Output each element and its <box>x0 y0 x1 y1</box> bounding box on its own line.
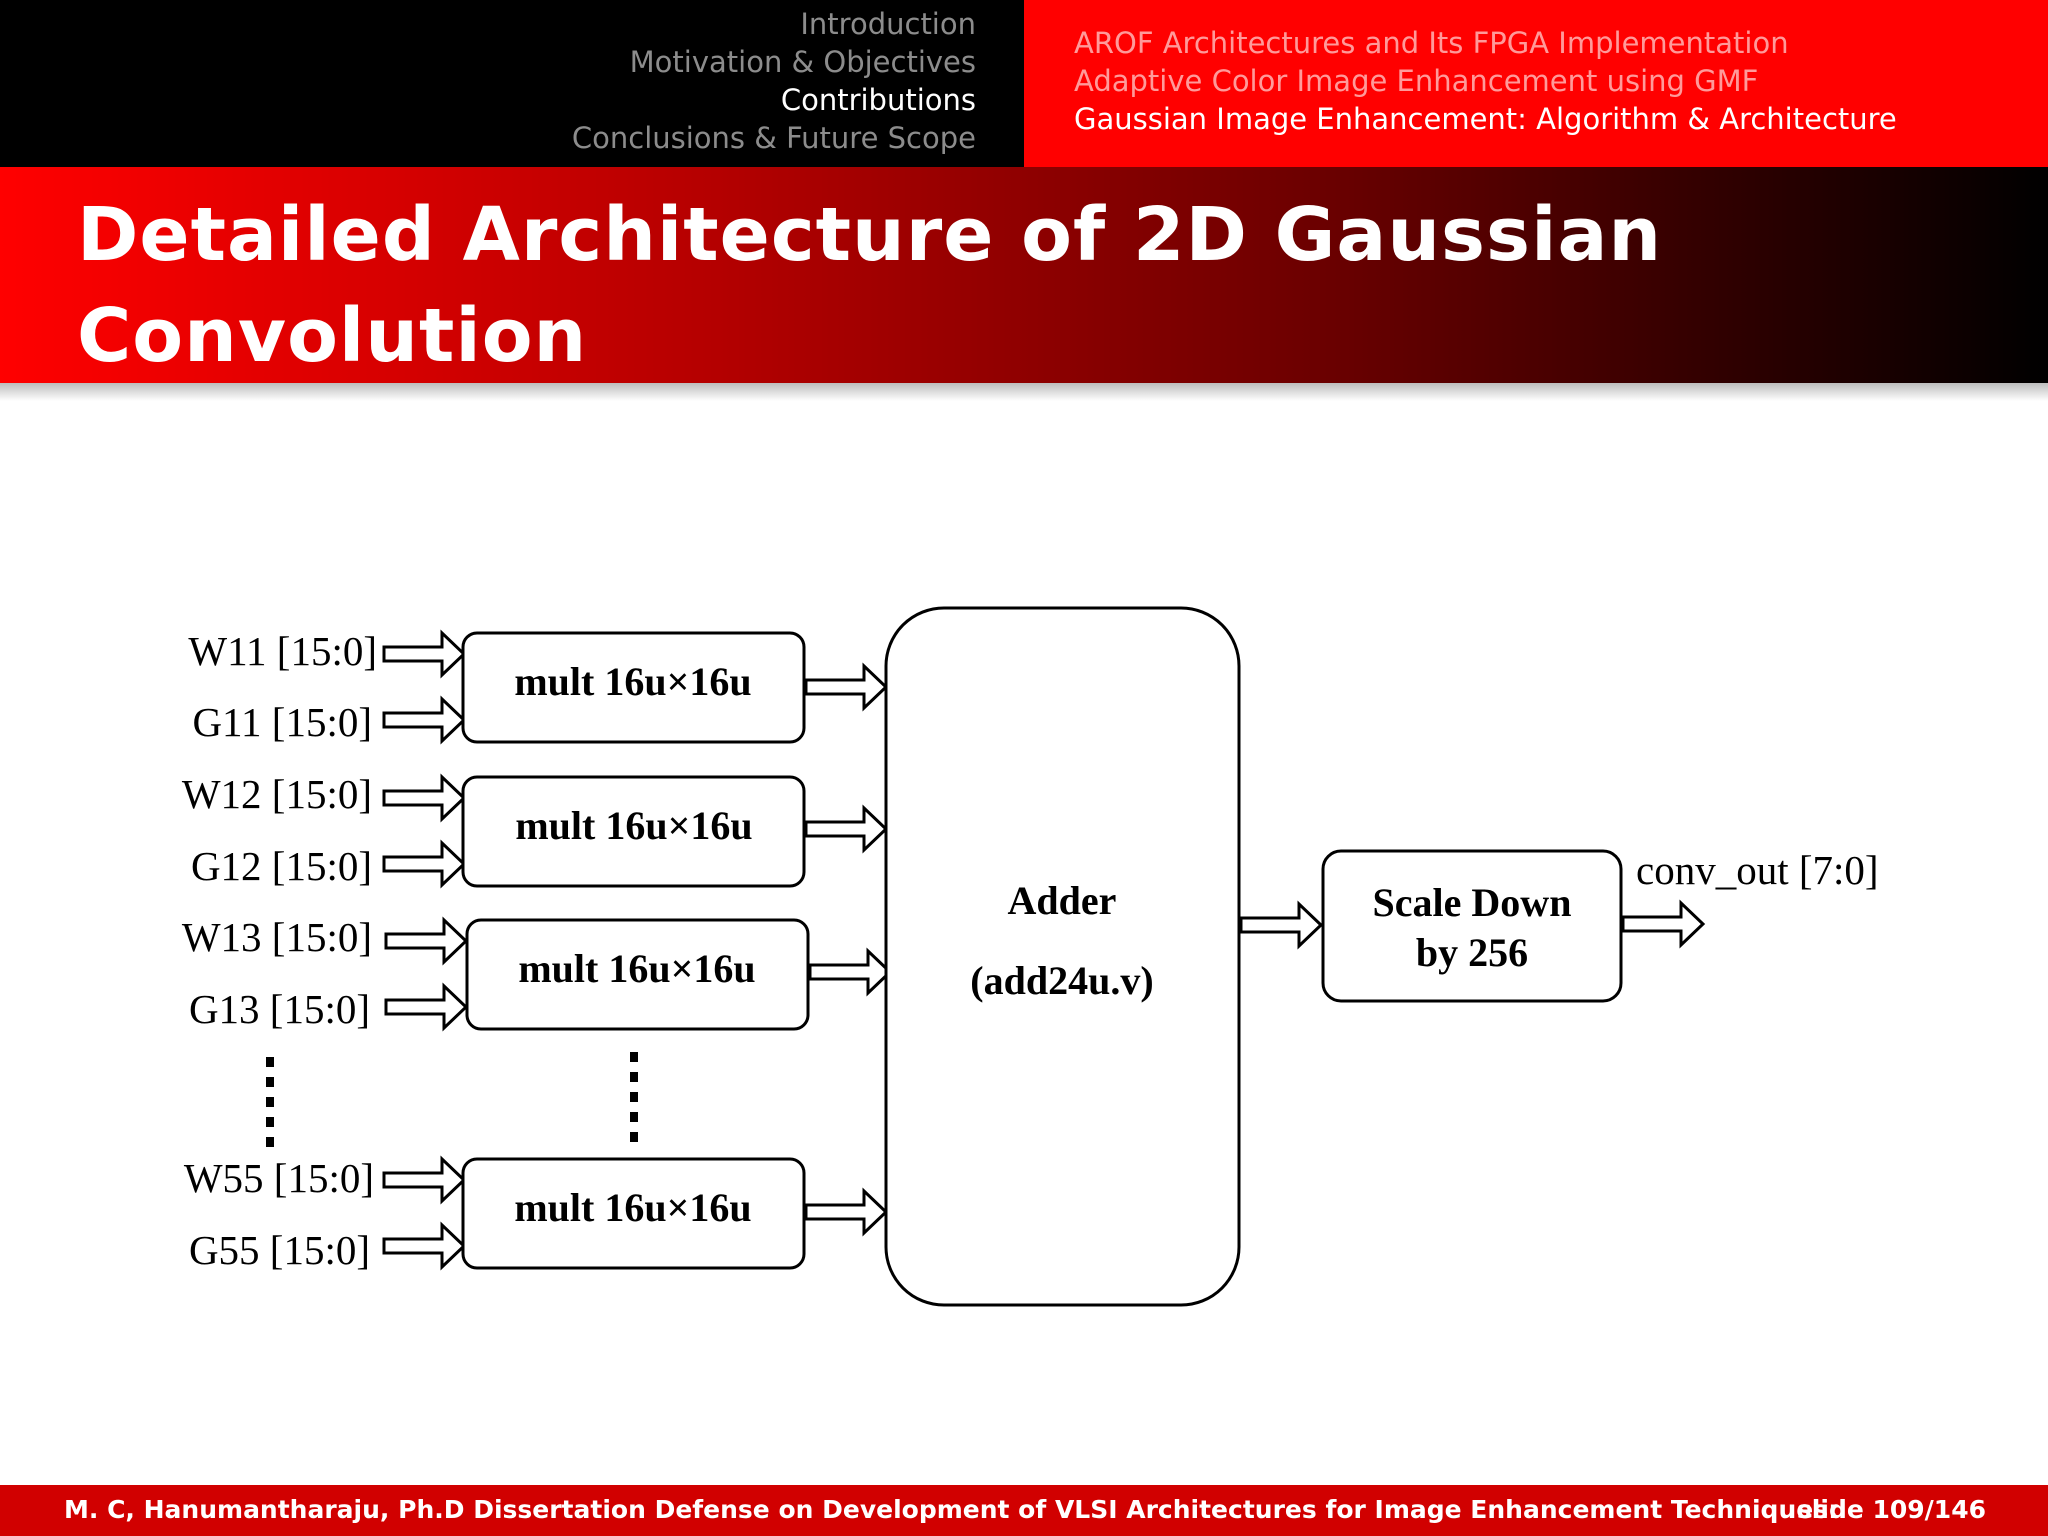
footer-text: M. C, Hanumantharaju, Ph.D Dissertation … <box>64 1495 1839 1524</box>
mult-out-arrow-3 <box>808 949 892 995</box>
input-arrow-g55 <box>382 1223 466 1269</box>
mult-out-arrow-4 <box>804 1189 888 1235</box>
input-arrow-w11 <box>382 631 466 677</box>
input-arrow-g13 <box>384 984 468 1030</box>
mult-label-4: mult 16u×16u <box>514 1185 751 1230</box>
input-arrow-g11 <box>382 697 466 743</box>
ellipsis-multipliers <box>630 1052 638 1142</box>
slide-title-line-2: Processor for R/G/B Color Channels <box>77 394 1573 480</box>
output-arrow <box>1621 901 1705 947</box>
input-label-w11: W11 [15:0] <box>188 628 377 674</box>
nav-section-contributions[interactable]: Contributions <box>780 83 976 117</box>
scale-down-label-1: Scale Down <box>1373 880 1572 925</box>
input-label-g11: G11 [15:0] <box>192 699 372 745</box>
mult-block-1 <box>461 631 806 744</box>
section-navigation: Introduction Motivation & Objectives Con… <box>0 0 1024 167</box>
scale-down-label-2: by 256 <box>1416 930 1528 975</box>
input-label-w12: W12 [15:0] <box>182 771 372 817</box>
mult-out-arrow-1 <box>804 664 888 710</box>
nav-subsection-gaussian[interactable]: Gaussian Image Enhancement: Algorithm & … <box>1074 102 1897 136</box>
mult-label-3: mult 16u×16u <box>518 946 755 991</box>
input-arrow-g12 <box>382 841 466 887</box>
footer: M. C, Hanumantharaju, Ph.D Dissertation … <box>0 1485 2048 1536</box>
ellipsis-inputs <box>266 1057 274 1147</box>
adder-out-arrow <box>1239 902 1323 948</box>
input-arrow-w12 <box>382 775 466 821</box>
adder-block <box>884 606 1241 1307</box>
mult-label-1: mult 16u×16u <box>514 659 751 704</box>
slide-title: Detailed Architecture of 2D Gaussian Con… <box>77 185 2017 488</box>
mult-block-4 <box>461 1157 806 1270</box>
adder-module-name: (add24u.v) <box>970 958 1153 1003</box>
mult-label-2: mult 16u×16u <box>515 803 752 848</box>
adder-label: Adder <box>1008 878 1117 923</box>
nav-section-introduction[interactable]: Introduction <box>800 7 976 41</box>
slide-title-line-1: Detailed Architecture of 2D Gaussian Con… <box>77 192 1663 379</box>
slide-number: slide 109/146 <box>1796 1495 1986 1524</box>
input-arrow-w55 <box>382 1157 466 1203</box>
mult-out-arrow-2 <box>804 806 888 852</box>
output-label: conv_out [7:0] <box>1636 847 1879 893</box>
mult-block-3 <box>465 918 810 1031</box>
scale-down-block <box>1321 849 1623 1003</box>
nav-section-conclusions[interactable]: Conclusions & Future Scope <box>571 121 976 155</box>
input-label-w55: W55 [15:0] <box>184 1155 374 1201</box>
input-label-g12: G12 [15:0] <box>191 843 372 889</box>
title-band: Detailed Architecture of 2D Gaussian Con… <box>0 167 2048 480</box>
nav-subsection-adaptive-color[interactable]: Adaptive Color Image Enhancement using G… <box>1074 64 1759 98</box>
mult-block-2 <box>461 775 806 888</box>
nav-section-motivation[interactable]: Motivation & Objectives <box>629 45 976 79</box>
input-label-w13: W13 [15:0] <box>182 914 372 960</box>
subsection-navigation: AROF Architectures and Its FPGA Implemen… <box>1024 0 2048 167</box>
nav-subsection-arof[interactable]: AROF Architectures and Its FPGA Implemen… <box>1074 26 1789 60</box>
input-arrow-w13 <box>384 918 468 964</box>
input-label-g55: G55 [15:0] <box>189 1227 370 1273</box>
input-label-g13: G13 [15:0] <box>189 986 370 1032</box>
